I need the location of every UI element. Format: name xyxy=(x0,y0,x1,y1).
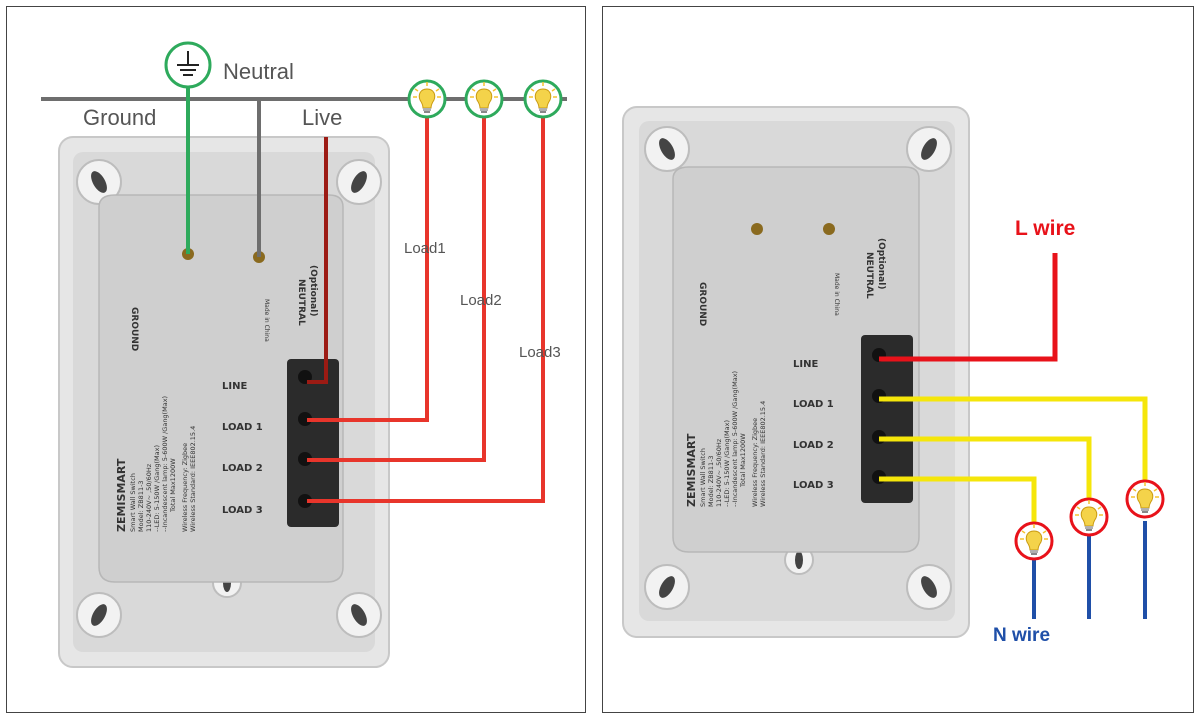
neutral-optional-label: (Optional) xyxy=(308,265,318,316)
terminal-label-load2: LOAD 2 xyxy=(793,440,834,451)
spec-line-7: Wireless Frequency: Zigbee xyxy=(751,418,759,507)
neutral-label: Neutral xyxy=(223,59,294,84)
terminal-label-line: LINE xyxy=(793,359,818,370)
spec-line-1: Smart Wall Switch xyxy=(699,448,707,507)
made-in-label: Made in China xyxy=(833,273,840,316)
brand-label: ZEMISMART xyxy=(115,458,128,532)
spec-line-4: --LED: 5-150W /Gang(Max) xyxy=(723,420,731,507)
spec-line-1: Smart Wall Switch xyxy=(129,473,137,532)
spec-line-3: 110-240V~ ,50/60Hz xyxy=(145,463,153,532)
right-wiring-diagram: GROUND NEUTRAL (Optional) Made in China … xyxy=(602,6,1194,713)
spec-line-2: Model: ZB811-3 xyxy=(707,455,715,507)
ground-label: Ground xyxy=(83,105,156,130)
left-diagram-svg: GROUND NEUTRAL (Optional) Made in China … xyxy=(41,41,567,668)
load3-label: Load3 xyxy=(519,344,561,361)
n-wire-label: N wire xyxy=(993,625,1050,646)
spec-line-5: --Incandescent lamp: 5-600W /Gang(Max) xyxy=(161,396,169,532)
brand-label: ZEMISMART xyxy=(685,433,698,507)
ground-terminal-label: GROUND xyxy=(697,282,707,326)
spec-line-6: Total Max1200W xyxy=(169,458,177,513)
spec-line-3: 110-240V~ ,50/60Hz xyxy=(715,438,723,507)
terminal-label-load1: LOAD 1 xyxy=(793,399,834,410)
spec-line-8: Wireless Standard: IEEE802.15.4 xyxy=(759,401,767,507)
load2-wire xyxy=(307,117,486,462)
ground-symbol-icon xyxy=(164,41,212,89)
load3-wire xyxy=(307,117,545,503)
switch-plate-right xyxy=(622,106,970,638)
load3-wire xyxy=(879,476,1037,525)
bulb-icon-1 xyxy=(407,79,447,119)
neutral-optional-label: (Optional) xyxy=(876,238,886,289)
neutral-terminal-label: NEUTRAL xyxy=(296,279,306,326)
load1-label: Load1 xyxy=(404,240,446,257)
plate-text-left: GROUND NEUTRAL (Optional) Made in China … xyxy=(115,265,318,532)
spec-line-6: Total Max1200W xyxy=(739,433,747,488)
made-in-label: Made in China xyxy=(263,299,270,342)
live-label: Live xyxy=(302,105,342,130)
terminal-label-load2: LOAD 2 xyxy=(222,463,263,474)
bulb-icon-2 xyxy=(1069,497,1109,537)
terminal-label-load1: LOAD 1 xyxy=(222,422,263,433)
load1-wire xyxy=(879,396,1148,487)
live-wire xyxy=(307,137,328,384)
neutral-terminal-label: NEUTRAL xyxy=(864,252,874,299)
switch-plate-left xyxy=(58,136,390,668)
right-diagram-svg: GROUND NEUTRAL (Optional) Made in China … xyxy=(622,106,1165,646)
load2-label: Load2 xyxy=(460,292,502,309)
bulb-icon-1 xyxy=(1125,479,1165,519)
spec-line-8: Wireless Standard: IEEE802.15.4 xyxy=(189,426,197,532)
terminal-label-line: LINE xyxy=(222,381,247,392)
left-wiring-diagram: GROUND NEUTRAL (Optional) Made in China … xyxy=(6,6,586,713)
spec-line-4: --LED: 5-150W /Gang(Max) xyxy=(153,445,161,532)
ground-terminal-label: GROUND xyxy=(129,307,139,351)
bulb-icon-2 xyxy=(464,79,504,119)
l-wire xyxy=(879,253,1058,362)
spec-line-5: --Incandescent lamp: 5-600W /Gang(Max) xyxy=(731,371,739,507)
spec-line-7: Wireless Frequency: Zigbee xyxy=(181,443,189,532)
plate-text-right: GROUND NEUTRAL (Optional) Made in China … xyxy=(685,238,886,507)
bulb-icon-3 xyxy=(1014,521,1054,561)
l-wire-label: L wire xyxy=(1015,217,1075,240)
terminal-label-load3: LOAD 3 xyxy=(793,480,834,491)
bulb-icon-3 xyxy=(523,79,563,119)
load2-wire xyxy=(879,436,1092,501)
load1-wire xyxy=(307,117,429,422)
terminal-label-load3: LOAD 3 xyxy=(222,505,263,516)
spec-line-2: Model: ZB811-3 xyxy=(137,480,145,532)
